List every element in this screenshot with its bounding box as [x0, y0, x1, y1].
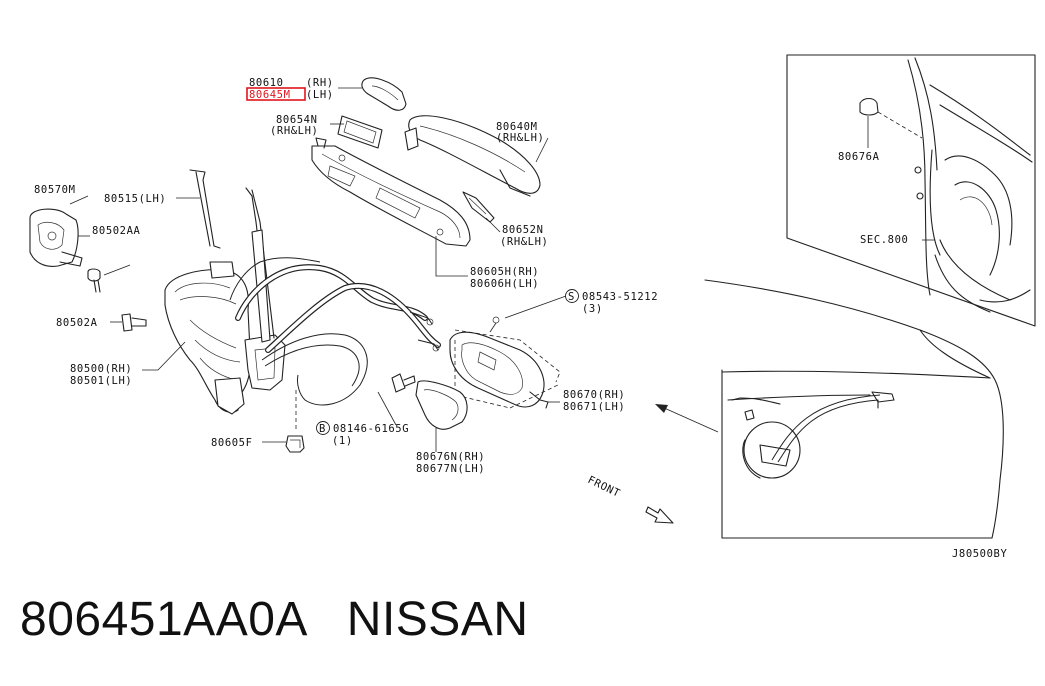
- front-arrow: [645, 506, 674, 524]
- label-80652n: 80652N: [502, 224, 544, 236]
- front-indicator: FRONT: [586, 474, 622, 500]
- label-08543: 08543-51212: [582, 291, 658, 303]
- door-lock-assembly: [29, 169, 441, 453]
- symbol-b: B: [319, 423, 326, 435]
- label-80654n-side: (RH&LH): [270, 125, 318, 137]
- label-08146: 08146-6165G: [333, 423, 409, 435]
- label-80652n-side: (RH&LH): [500, 236, 548, 248]
- label-80606h: 80606H(LH): [470, 278, 539, 290]
- outer-handle-parts: [311, 77, 541, 247]
- label-08543-qty: (3): [582, 303, 603, 315]
- symbol-s-circle: [565, 289, 579, 303]
- leader-lines: [69, 87, 567, 452]
- label-80500: 80500(RH): [70, 363, 132, 375]
- label-80502aa: 80502AA: [92, 225, 141, 237]
- label-80501: 80501(LH): [70, 375, 132, 387]
- part-highlight-box: [246, 87, 306, 101]
- label-80671: 80671(LH): [563, 401, 625, 413]
- label-80676n: 80676N(RH): [416, 451, 485, 463]
- label-08146-qty: (1): [332, 435, 353, 447]
- label-80677n: 80677N(LH): [416, 463, 485, 475]
- footer-title: 806451AA0A NISSAN: [20, 596, 529, 644]
- symbol-b-circle: [316, 421, 330, 435]
- label-80645m: 80645M: [249, 89, 291, 101]
- inner-handle-parts: [391, 316, 561, 430]
- label-80570m: 80570M: [34, 184, 76, 196]
- part-number: 806451AA0A: [20, 593, 306, 646]
- label-80640m-side: (RH&LH): [496, 132, 544, 144]
- label-80605f: 80605F: [211, 437, 253, 449]
- callout-labels: 80610 (RH) 80645M (LH) 80654N (RH&LH) 80…: [34, 77, 1007, 560]
- parts-diagram: FRONT: [29, 54, 1036, 560]
- diagram-id: J80500BY: [952, 548, 1007, 560]
- label-80515: 80515(LH): [104, 193, 166, 205]
- inset-door-panel: [786, 54, 1036, 327]
- symbol-s: S: [568, 291, 575, 303]
- label-80605h: 80605H(RH): [470, 266, 539, 278]
- label-80645m-side: (LH): [306, 89, 334, 101]
- label-80610: 80610: [249, 77, 284, 89]
- label-80640m: 80640M: [496, 121, 538, 133]
- label-80676a: 80676A: [838, 151, 880, 163]
- label-80610-side: (RH): [306, 77, 334, 89]
- vehicle-door-view: [655, 279, 1004, 539]
- brand-name: NISSAN: [346, 593, 529, 646]
- label-80502a: 80502A: [56, 317, 98, 329]
- label-80654n: 80654N: [276, 114, 318, 126]
- label-80670: 80670(RH): [563, 389, 625, 401]
- front-label: FRONT: [586, 474, 622, 500]
- label-sec800: SEC.800: [860, 234, 908, 246]
